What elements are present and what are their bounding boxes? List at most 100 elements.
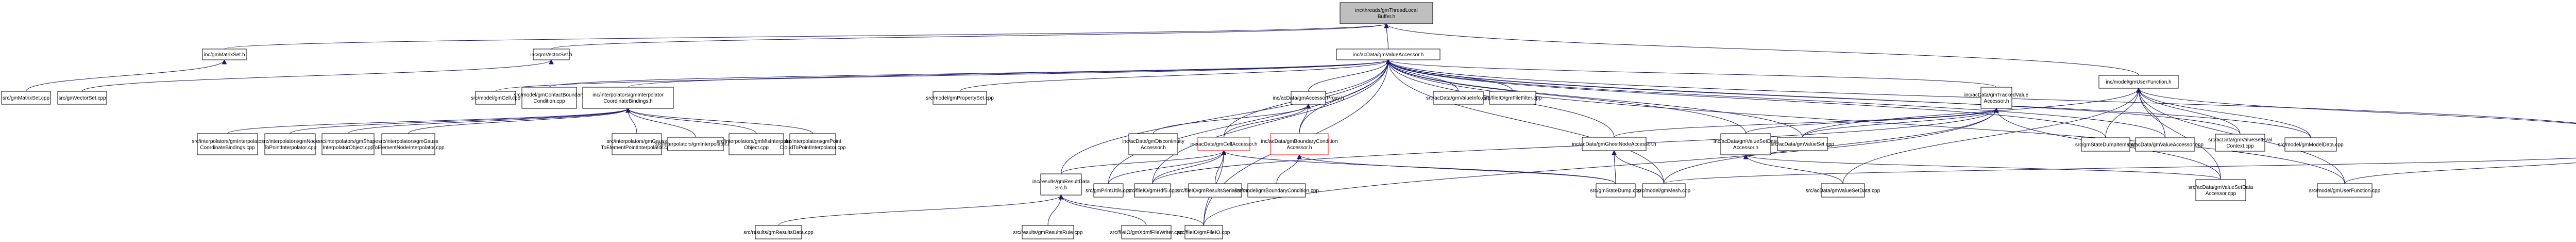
node-userfunction-cpp[interactable]: src/model/gmUserFunction.cpp <box>2309 183 2381 198</box>
node-box[interactable] <box>933 91 987 105</box>
node-ghostnode-h[interactable]: inc/acData/gmGhostNodeAccessor.h <box>1572 137 1656 151</box>
node-cellaccessor-h[interactable]: inc/acData/gmCellAccessor.h <box>1190 137 1258 151</box>
node-box[interactable] <box>1980 87 2012 109</box>
node-box[interactable] <box>1777 137 1828 151</box>
node-box[interactable] <box>1093 183 1124 198</box>
node-box[interactable] <box>475 91 516 105</box>
node-userfunction-h[interactable]: inc/model/gmUserFunction.h <box>2098 75 2179 89</box>
node-resultsrule-cpp[interactable]: src/results/gmResultsRule.cpp <box>1013 225 1083 239</box>
node-box[interactable] <box>1247 183 1306 198</box>
node-box[interactable] <box>1340 2 1433 24</box>
node-box[interactable] <box>1 91 51 105</box>
node-valueinfo-cpp[interactable]: src/acData/gmValueInfo.cpp <box>1426 91 1490 105</box>
node-box[interactable] <box>1197 137 1250 151</box>
node-box[interactable] <box>755 225 802 239</box>
node-box[interactable] <box>1188 183 1242 198</box>
node-box[interactable] <box>1582 137 1647 151</box>
node-box[interactable] <box>1489 91 1536 105</box>
node-box[interactable] <box>197 133 258 155</box>
node-cell-cpp[interactable]: src/model/gmCell.cpp <box>471 91 521 105</box>
node-modeldata-cpp[interactable]: src/model/gmModelData.cpp <box>2278 137 2344 152</box>
node-box[interactable] <box>582 87 674 109</box>
node-box[interactable] <box>1121 225 1172 239</box>
node-nodetopoint-cpp[interactable]: src/interpolators/gmNodeToPointInterpola… <box>261 133 319 155</box>
node-box[interactable] <box>2135 137 2195 152</box>
node-box[interactable] <box>1291 91 1326 105</box>
edge-mesh-cpp-to-ghostnode-h <box>1614 150 1664 184</box>
node-interpcoord-h[interactable]: inc/interpolators/gmInterpolatorCoordina… <box>582 87 674 109</box>
node-box[interactable] <box>1433 91 1484 105</box>
node-xdmffilewriter-cpp[interactable]: src/fileIO/gmXdmfFileWriter.cpp <box>1110 225 1183 239</box>
node-label: Accessor.h <box>1984 99 2009 104</box>
node-valueaccessor-h[interactable]: inc/acData/gmValueAccessor.h <box>1336 49 1440 60</box>
node-vectorset-cpp[interactable]: src/gmVectorSet.cpp <box>57 91 107 105</box>
node-mesh-cpp[interactable]: src/model/gmMesh.cpp <box>1637 183 1691 198</box>
edge-hdf5-cpp-to-cellaccessor-h <box>1152 150 1224 184</box>
node-box[interactable] <box>533 49 570 60</box>
node-valueaccessor-cpp[interactable]: src/acData/gmValueAccessor.cpp <box>2127 137 2204 152</box>
node-box[interactable] <box>1270 133 1329 155</box>
node-resultsserializer-cpp[interactable]: src/fileIO/gmResultsSerializer.cpp <box>1177 183 1254 198</box>
node-gausselempoint-cpp[interactable]: src/interpolators/gmGaussToElementPointI… <box>601 133 673 155</box>
node-box[interactable] <box>1720 133 1771 155</box>
node-shapeinterp-cpp[interactable]: src/interpolators/gmShapeInterpolatorObj… <box>318 133 378 155</box>
node-propertyset-cpp[interactable]: src/model/gmPropertySet.cpp <box>926 91 994 105</box>
node-box[interactable] <box>1128 133 1178 155</box>
node-box[interactable] <box>57 91 107 105</box>
node-label: src/fileIO/gmHdf5.cpp <box>1128 188 1178 194</box>
node-hdf5-cpp[interactable]: src/fileIO/gmHdf5.cpp <box>1128 183 1178 198</box>
node-accessorproxy-h[interactable]: inc/acData/gmAccessorProxy.h <box>1273 91 1344 105</box>
node-box[interactable] <box>381 133 435 155</box>
node-box[interactable] <box>1596 183 1636 198</box>
node-box[interactable] <box>1134 183 1171 198</box>
node-printutils-cpp[interactable]: src/gmPrintUtils.cpp <box>1086 183 1131 198</box>
node-box[interactable] <box>1022 225 1074 239</box>
node-box[interactable] <box>521 87 577 109</box>
node-valuesetdata-cpp[interactable]: src/acData/gmValueSetData.cpp <box>1806 183 1880 198</box>
node-boundarycondition-cpp[interactable]: src/model/gmBoundaryCondition.cpp <box>1234 183 1319 198</box>
node-interpolator-cpp[interactable]: src/interpolators/gmInterpolator.cpp <box>655 137 736 151</box>
node-box[interactable] <box>2195 179 2246 201</box>
node-interpcoord-cpp[interactable]: src/interpolators/gmInterpolatorCoordina… <box>192 133 263 155</box>
node-box[interactable] <box>2317 183 2372 198</box>
node-box[interactable] <box>612 133 662 155</box>
node-box[interactable] <box>1821 183 1865 198</box>
node-statedumpitem-cpp[interactable]: src/gmStateDumpItem.cpp <box>2075 137 2137 152</box>
node-fileio-cpp[interactable]: src/fileIO/gmFileIO.cpp <box>1178 225 1230 239</box>
edge-mesh-cpp-to-physics-h <box>1664 157 2576 184</box>
node-box[interactable] <box>2284 137 2337 152</box>
node-matrixset-cpp[interactable]: src/gmMatrixSet.cpp <box>1 91 51 105</box>
node-box[interactable] <box>667 137 724 151</box>
node-box[interactable] <box>2081 137 2130 152</box>
node-valueset-cpp[interactable]: src/acData/gmValueSet.cpp <box>1771 137 1835 151</box>
node-box[interactable] <box>789 133 836 155</box>
node-box[interactable] <box>1040 173 1082 196</box>
node-box[interactable] <box>2215 134 2265 152</box>
node-box[interactable] <box>2098 75 2179 89</box>
node-box[interactable] <box>321 133 375 155</box>
node-matrixset-h[interactable]: inc/gmMatrixSet.h <box>202 49 247 60</box>
node-resultsdata-cpp[interactable]: src/results/gmResultsData.cpp <box>743 225 814 239</box>
node-box[interactable] <box>728 133 784 155</box>
node-statedump-cpp[interactable]: src/gmStateDump.cpp <box>1590 183 1641 198</box>
node-filefilter-cpp[interactable]: src/fileIO/gmFileFilter.cpp <box>1484 91 1542 105</box>
node-mlsinterp-cpp[interactable]: src/interpolators/gmMlsInterpolatorObjec… <box>717 133 796 155</box>
node-box[interactable] <box>1336 49 1440 60</box>
node-box[interactable] <box>264 133 316 155</box>
node-box[interactable] <box>202 49 247 60</box>
node-gausselemnode-cpp[interactable]: src/interpolators/gmGaussToElementNodeIn… <box>372 133 445 155</box>
node-box[interactable] <box>1642 183 1686 198</box>
edge-physics-h-to-valueaccessor-h <box>1388 59 2576 123</box>
node-box[interactable] <box>1184 225 1223 239</box>
node-vectorset-h[interactable]: inc/gmVectorSet.h <box>530 49 572 60</box>
node-pointcloud-cpp[interactable]: src/interpolators/gmPointCloudToPointInt… <box>779 133 846 155</box>
